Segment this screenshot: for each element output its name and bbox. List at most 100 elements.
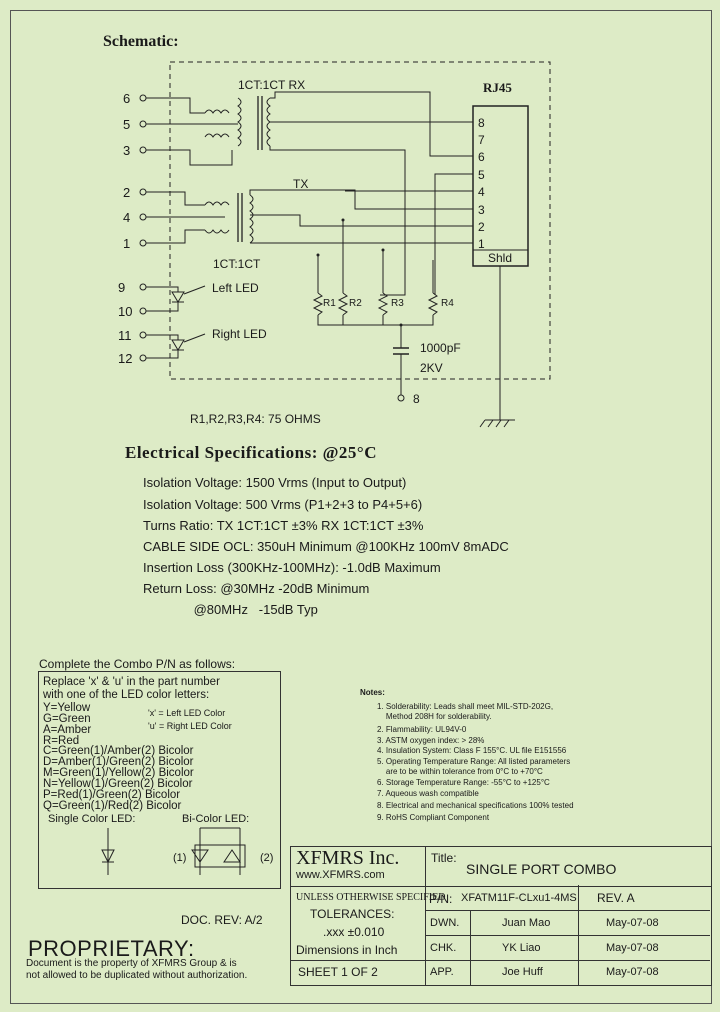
tb-divider — [425, 846, 426, 986]
r1-label: R1 — [323, 298, 336, 309]
chk-label: CHK. — [430, 942, 457, 954]
tb-col — [470, 910, 471, 985]
note-item: 9. RoHS Compliant Component — [377, 813, 490, 822]
dwn-date: May-07-08 — [606, 917, 659, 929]
dwn-name: Juan Mao — [502, 917, 551, 929]
rj45-pin-7: 7 — [478, 133, 485, 147]
company-website: www.XFMRS.com — [296, 869, 385, 881]
combo-line: with one of the LED color letters: — [43, 689, 210, 701]
rx-label: 1CT:1CT RX — [238, 78, 306, 92]
x-note: 'x' = Left LED Color — [148, 708, 226, 718]
unless-text: UNLESS OTHERWISE SPECIFIED — [296, 892, 446, 903]
note-item: 4. Insulation System: Class F 155°C. UL … — [377, 746, 567, 755]
note-item: are to be within tolerance from 0°C to +… — [377, 767, 543, 776]
revision: REV. A — [597, 891, 635, 905]
note-item: 7. Aqueous wash compatible — [377, 789, 479, 798]
tx-ratio-label: 1CT:1CT — [213, 257, 261, 271]
sheet-number: SHEET 1 OF 2 — [298, 965, 378, 979]
tb-row — [290, 960, 425, 961]
resistor-note: R1,R2,R3,R4: 75 OHMS — [190, 412, 321, 426]
u-note: 'u' = Right LED Color — [148, 721, 232, 731]
pin-10: 10 — [118, 304, 133, 319]
schematic-title: Schematic: — [103, 33, 179, 50]
dimensions-note: Dimensions in Inch — [296, 943, 398, 957]
spec-line: Turns Ratio: TX 1CT:1CT ±3% RX 1CT:1CT ±… — [143, 518, 424, 533]
rj45-pin-4: 4 — [478, 185, 485, 199]
rj45-pin-5: 5 — [478, 168, 485, 182]
spec-line: Isolation Voltage: 1500 Vrms (Input to O… — [143, 475, 407, 490]
combo-line: C=Green(1)/Amber(2) Bicolor — [43, 745, 194, 757]
electrical-title: Electrical Specifications: @25°C — [125, 443, 378, 462]
dwn-label: DWN. — [430, 917, 460, 929]
company-name: XFMRS Inc. — [296, 847, 400, 869]
bi-led-2: (2) — [260, 852, 274, 864]
title-block-top — [290, 846, 712, 887]
pin-12: 12 — [118, 351, 133, 366]
spec-line: Isolation Voltage: 500 Vrms (P1+2+3 to P… — [143, 497, 423, 512]
note-item: 2. Flammability: UL94V-0 — [377, 725, 467, 734]
combo-line: N=Yellow(1)/Green(2) Bicolor — [43, 778, 193, 790]
tb-row — [425, 910, 710, 911]
shield-label: Shld — [488, 251, 513, 265]
combo-line: Y=Yellow — [43, 702, 91, 714]
pin-6: 6 — [123, 91, 131, 106]
pin-11: 11 — [118, 328, 132, 343]
bi-led-label: Bi-Color LED: — [182, 813, 250, 825]
right-led-label: Right LED — [212, 327, 267, 341]
pin-1: 1 — [123, 236, 131, 251]
cap-value: 1000pF — [420, 341, 461, 355]
combo-line: M=Green(1)/Yellow(2) Bicolor — [43, 767, 194, 779]
rj45-pin-1: 1 — [478, 237, 485, 251]
drawing-sheet — [10, 10, 712, 1004]
rj45-pin-8: 8 — [478, 116, 485, 130]
rj45-pin-2: 2 — [478, 220, 485, 234]
note-item: 1. Solderability: Leads shall meet MIL-S… — [377, 702, 554, 711]
proprietary-title: PROPRIETARY: — [28, 936, 195, 961]
r2-label: R2 — [349, 298, 362, 309]
combo-box — [38, 671, 281, 889]
combo-line: D=Amber(1)/Green(2) Bicolor — [43, 756, 194, 768]
single-led-label: Single Color LED: — [48, 813, 136, 825]
left-led-label: Left LED — [212, 281, 259, 295]
chk-date: May-07-08 — [606, 942, 659, 954]
combo-line: P=Red(1)/Green(2) Bicolor — [43, 789, 181, 801]
spec-line: @80MHz -15dB Typ — [143, 602, 318, 617]
pin-5: 5 — [123, 117, 131, 132]
combo-line: G=Green — [43, 713, 91, 725]
ground-pin: 8 — [413, 392, 420, 406]
combo-line: R=Red — [43, 735, 80, 747]
tx-label: TX — [293, 177, 309, 191]
pn-value: XFATM11F-CLxu1-4MS — [461, 892, 577, 904]
cap-voltage: 2KV — [420, 361, 443, 375]
combo-heading: Complete the Combo P/N as follows: — [39, 657, 236, 671]
pin-2: 2 — [123, 185, 131, 200]
spec-line: Insertion Loss (300KHz-100MHz): -1.0dB M… — [143, 560, 441, 575]
doc-rev: DOC. REV: A/2 — [181, 913, 263, 927]
note-item: 8. Electrical and mechanical specificati… — [377, 801, 574, 810]
note-item: 5. Operating Temperature Range: All list… — [377, 757, 571, 766]
app-date: May-07-08 — [606, 966, 659, 978]
pin-4: 4 — [123, 210, 131, 225]
tb-row — [425, 935, 710, 936]
combo-line: Q=Green(1)/Red(2) Bicolor — [43, 800, 182, 812]
tolerances: TOLERANCES: — [310, 907, 395, 921]
combo-line: A=Amber — [43, 724, 92, 736]
bi-led-1: (1) — [173, 852, 187, 864]
r4-label: R4 — [441, 298, 454, 309]
rj45-pin-3: 3 — [478, 203, 485, 217]
pin-3: 3 — [123, 143, 131, 158]
title-block-bottom — [290, 885, 712, 986]
r3-label: R3 — [391, 298, 404, 309]
tb-row — [425, 960, 710, 961]
title-value: SINGLE PORT COMBO — [466, 861, 617, 877]
pn-label: P/N: — [429, 892, 453, 906]
combo-line: Replace 'x' & 'u' in the part number — [43, 676, 220, 688]
notes-title: Notes: — [360, 688, 385, 697]
spec-line: Return Loss: @30MHz -20dB Minimum — [143, 581, 370, 596]
proprietary-line: not allowed to be duplicated without aut… — [26, 970, 248, 981]
app-name: Joe Huff — [502, 966, 543, 978]
app-label: APP. — [430, 966, 454, 978]
tolerance-value: .xxx ±0.010 — [323, 925, 385, 939]
chk-name: YK Liao — [502, 942, 541, 954]
